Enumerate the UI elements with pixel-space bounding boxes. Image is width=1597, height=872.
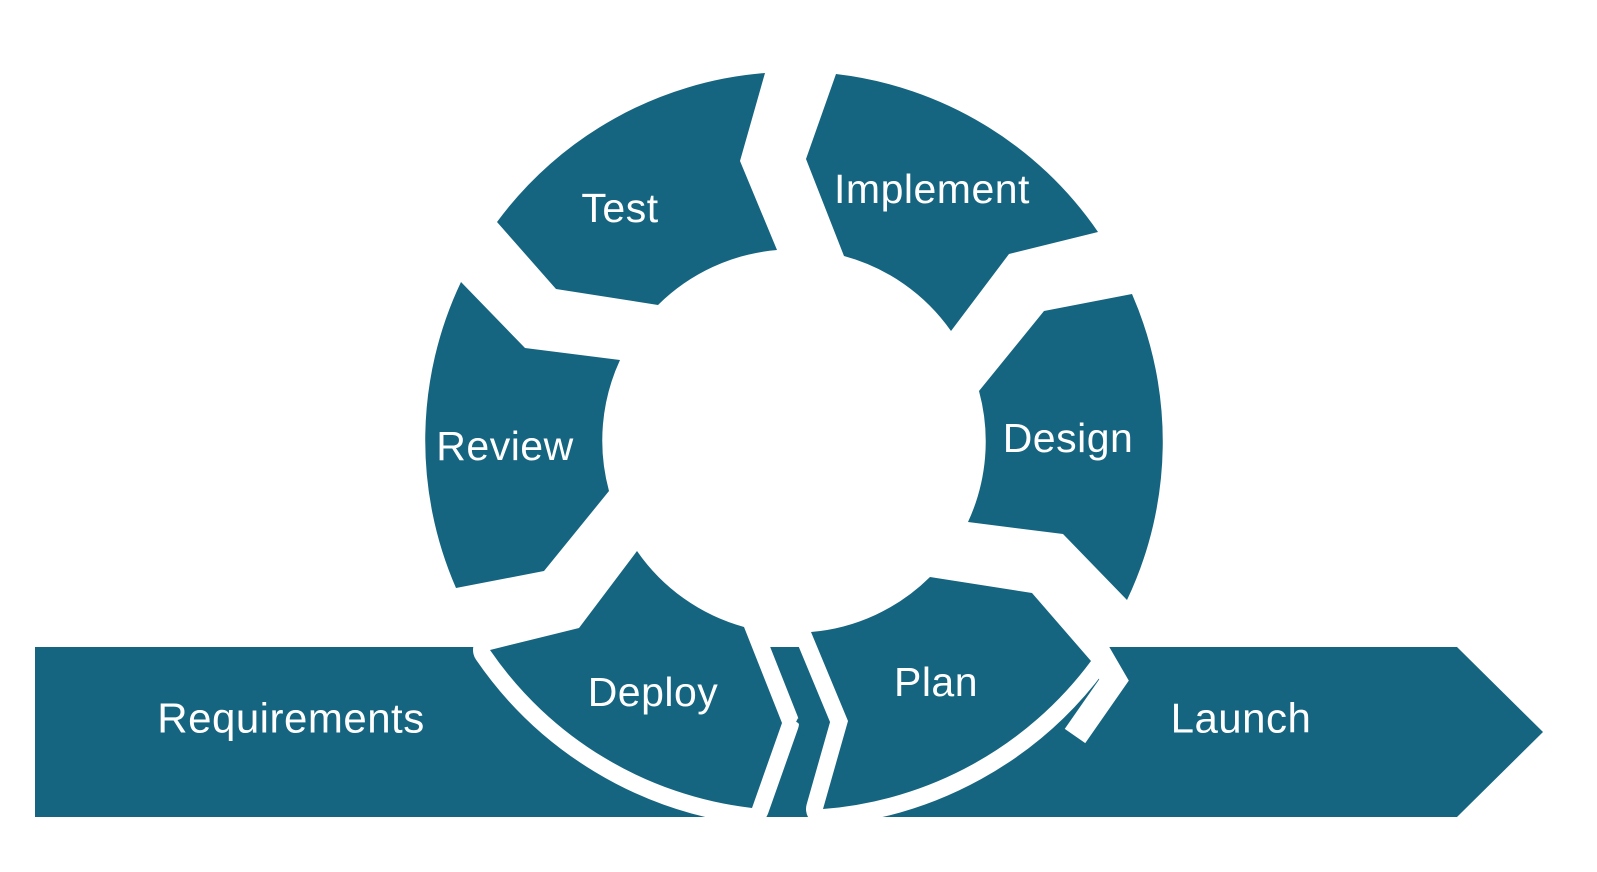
- segment-design-shape: [951, 277, 1180, 617]
- segment-deploy-label: Deploy: [588, 669, 719, 715]
- segment-test-shape: [480, 56, 794, 322]
- segment-design-label: Design: [1003, 415, 1134, 461]
- segment-test-label: Test: [581, 185, 658, 231]
- segment-review-shape: [408, 265, 637, 605]
- segment-plan: Plan: [794, 560, 1108, 826]
- launch-banner-label: Launch: [1171, 695, 1312, 742]
- segment-implement: Implement: [789, 57, 1115, 348]
- segment-design: Design: [951, 277, 1180, 617]
- segment-deploy-shape: [473, 534, 799, 825]
- cycle-ring: Plan Design Implement Test Review Deploy: [408, 56, 1180, 826]
- segment-plan-shape: [794, 560, 1108, 826]
- segment-deploy: Deploy: [473, 534, 799, 825]
- segment-implement-label: Implement: [834, 166, 1030, 212]
- segment-plan-label: Plan: [894, 659, 978, 705]
- requirements-banner-label: Requirements: [157, 695, 424, 742]
- segment-test: Test: [480, 56, 794, 322]
- segment-implement-shape: [789, 57, 1115, 348]
- stray-mark: [795, 718, 805, 736]
- segment-review: Review: [408, 265, 637, 605]
- segment-review-label: Review: [436, 423, 573, 469]
